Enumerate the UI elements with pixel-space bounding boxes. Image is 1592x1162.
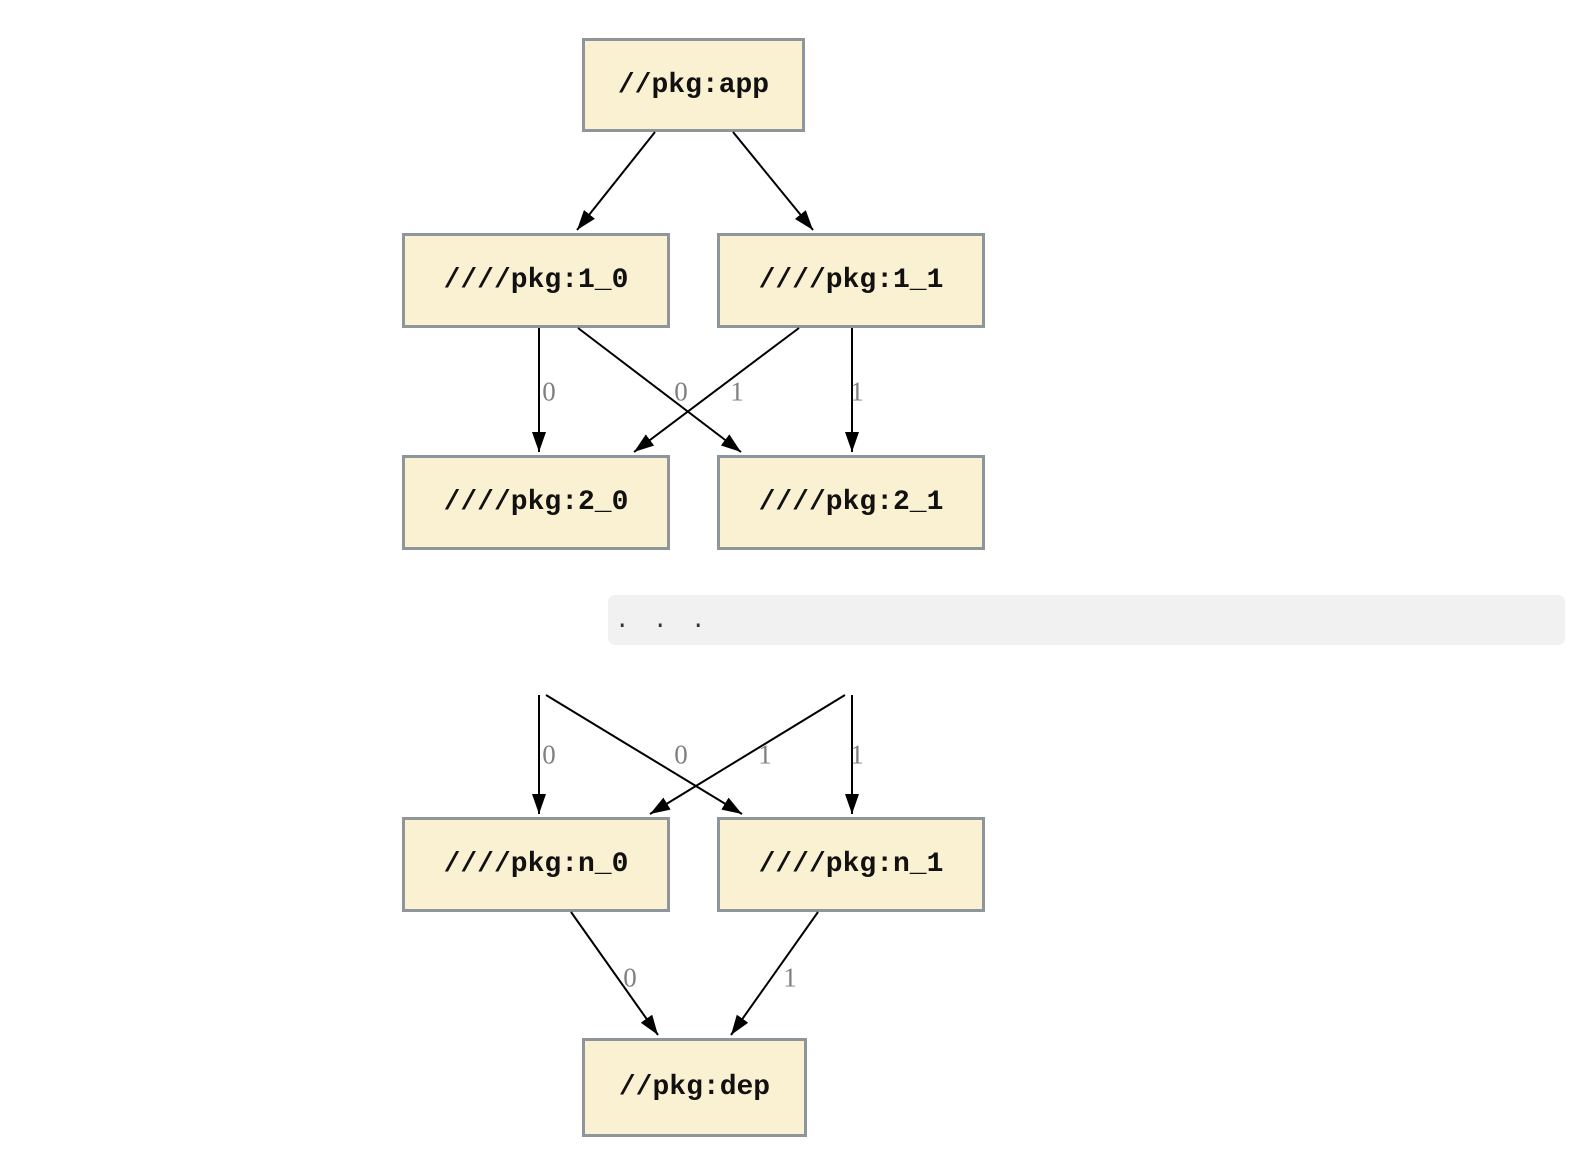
edge-label-n-0-to-dep: 0 — [623, 962, 637, 993]
node-pkg-2-0-label: ////pkg:2_0 — [443, 487, 629, 518]
node-pkg-n-1: ////pkg:n_1 — [717, 817, 985, 912]
edge-label-ellipsis-to-n-1-cross: 1 — [758, 739, 772, 770]
edge-label-n-1-to-dep: 1 — [783, 962, 797, 993]
node-pkg-dep: //pkg:dep — [582, 1038, 807, 1137]
node-pkg-n-0: ////pkg:n_0 — [402, 817, 670, 912]
edge-app-to-1-1 — [732, 131, 814, 231]
node-pkg-2-1-label: ////pkg:2_1 — [758, 487, 944, 518]
node-pkg-n-1-label: ////pkg:n_1 — [758, 849, 944, 880]
edge-ellipsis-to-n-1-cross — [545, 694, 743, 815]
edge-1-1-to-2-0 — [633, 327, 800, 453]
ellipsis-dots: . . . — [615, 608, 711, 635]
edge-n-0-to-dep — [570, 911, 659, 1036]
node-pkg-dep-label: //pkg:dep — [618, 1072, 771, 1103]
edge-label-1-0-to-2-1: 1 — [730, 376, 744, 407]
edge-1-0-to-2-1 — [577, 327, 742, 453]
node-pkg-1-1-label: ////pkg:1_1 — [758, 265, 944, 296]
node-pkg-2-0: ////pkg:2_0 — [402, 455, 670, 550]
edge-label-ellipsis-to-n-1-right: 1 — [850, 739, 864, 770]
edge-label-1-1-to-2-0: 0 — [674, 376, 688, 407]
edge-label-1-0-to-2-0: 0 — [542, 376, 556, 407]
ellipsis-bar: . . . — [608, 595, 1565, 645]
node-pkg-2-1: ////pkg:2_1 — [717, 455, 985, 550]
edge-label-ellipsis-to-n-0-left: 0 — [542, 739, 556, 770]
node-pkg-app: //pkg:app — [582, 38, 805, 132]
node-pkg-1-0-label: ////pkg:1_0 — [443, 265, 629, 296]
edge-n-1-to-dep — [730, 911, 819, 1036]
node-pkg-1-1: ////pkg:1_1 — [717, 233, 985, 328]
node-pkg-1-0: ////pkg:1_0 — [402, 233, 670, 328]
edge-app-to-1-0 — [576, 131, 656, 231]
node-pkg-n-0-label: ////pkg:n_0 — [443, 849, 629, 880]
edge-label-ellipsis-to-n-0-cross: 0 — [674, 739, 688, 770]
node-pkg-app-label: //pkg:app — [617, 69, 770, 101]
edge-label-1-1-to-2-1: 1 — [850, 376, 864, 407]
